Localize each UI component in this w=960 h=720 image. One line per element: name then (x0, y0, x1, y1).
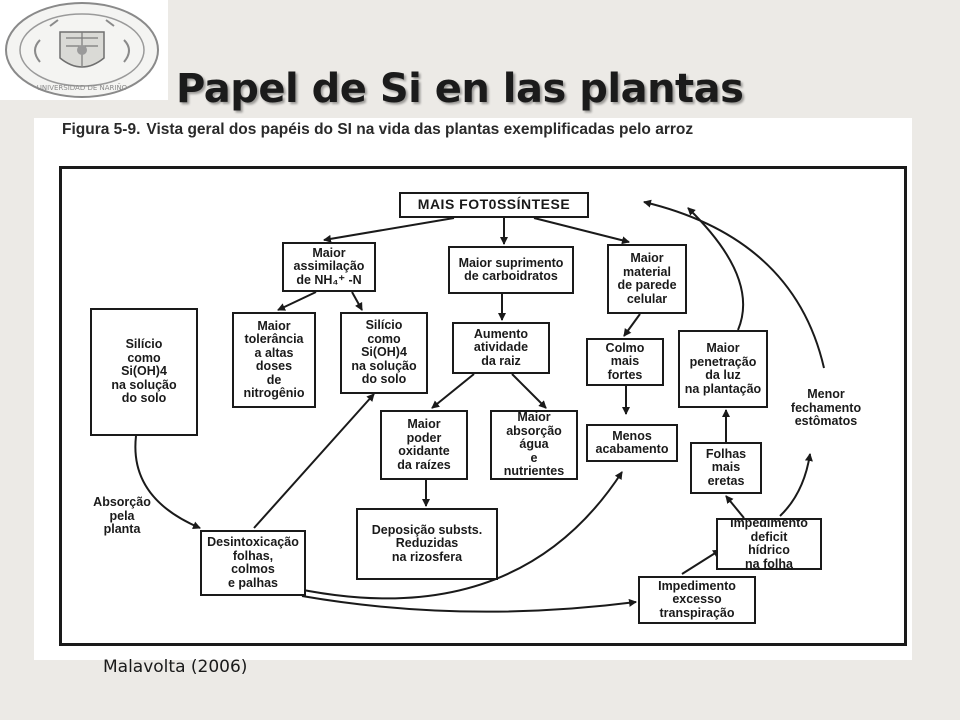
node-impedimento-deficit: Impedimento deficit hídrico na folha (716, 518, 822, 570)
figure-caption-text: Vista geral dos papéis do SI na vida das… (146, 121, 694, 138)
node-maior-material: Maior material de parede celular (607, 244, 687, 314)
edge-silicio-desintox (134, 435, 201, 529)
node-maior-absorcao: Maior absorção água e nutrientes (490, 410, 578, 480)
label-absorcao-pela-planta: Absorção pela planta (93, 495, 151, 536)
node-desintoxicacao: Desintoxicação folhas, colmos e palhas (200, 530, 306, 596)
edge-fotossintese-material (533, 217, 630, 245)
edge-desintox-silicio (253, 393, 375, 529)
node-aumento-atividade: Aumento atividade da raiz (452, 322, 550, 374)
node-silicio-solucao-esq: Silício como Si(OH)4 na solução do solo (90, 308, 198, 436)
edge-assimilacao-silicio (351, 291, 363, 311)
slide-title: Papel de Si en las plantas (176, 66, 744, 112)
edge-aumento-poder (431, 373, 475, 409)
node-deposicao: Deposição substs. Reduzidas na rizosfera (356, 508, 498, 580)
edge-aumento-absorcao (511, 373, 547, 409)
figure-caption-label: Figura 5-9. (62, 121, 141, 138)
label-menor-fechamento: Menor fechamento estômatos (790, 387, 862, 428)
edge-fotossintese-assimilacao (323, 217, 455, 243)
edge-desintox-excesso (301, 595, 637, 613)
source-credit: Malavolta (2006) (103, 657, 248, 677)
node-folhas-eretas: Folhas mais eretas (690, 442, 762, 494)
edge-assimilacao-tolerancia (277, 291, 317, 311)
diagram-figure: Figura 5-9. Vista geral dos papéis do SI … (34, 118, 912, 660)
university-logo-area: UNIVERSIDAD DE NARIÑO (0, 0, 168, 100)
edge-excesso-deficit (681, 549, 721, 575)
node-impedimento-excesso: Impedimento excesso transpiração (638, 576, 756, 624)
node-maior-tolerancia: Maior tolerância a altas doses de nitrog… (232, 312, 316, 408)
node-mais-fotossintese: MAIS FOT0SSÍNTESE (399, 192, 589, 218)
edge-deficit-folhas (725, 495, 745, 519)
diagram-frame (59, 166, 907, 646)
node-silicio-solucao-meio: Silício como Si(OH)4 na solução do solo (340, 312, 428, 394)
edge-menor-fotossintese (643, 199, 825, 369)
edge-penetracao-fotossintese (687, 207, 745, 331)
node-colmo-fortes: Colmo mais fortes (586, 338, 664, 386)
university-seal-icon: UNIVERSIDAD DE NARIÑO (5, 2, 159, 98)
node-maior-suprimento: Maior suprimento de carboidratos (448, 246, 574, 294)
node-maior-assimilacao: Maior assimilação de NH₄⁺ -N (282, 242, 376, 292)
node-maior-poder: Maior poder oxidante da raízes (380, 410, 468, 480)
edge-material-colmo (623, 313, 641, 337)
edge-deficit-menor (779, 453, 813, 517)
diagram-connections (134, 199, 825, 613)
figure-caption: Figura 5-9. Vista geral dos papéis do SI … (62, 121, 882, 139)
node-maior-penetracao: Maior penetração da luz na plantação (678, 330, 768, 408)
edge-desintox-menos (283, 471, 623, 600)
node-menos-acabamento: Menos acabamento (586, 424, 678, 462)
svg-text:UNIVERSIDAD DE NARIÑO: UNIVERSIDAD DE NARIÑO (37, 83, 128, 92)
